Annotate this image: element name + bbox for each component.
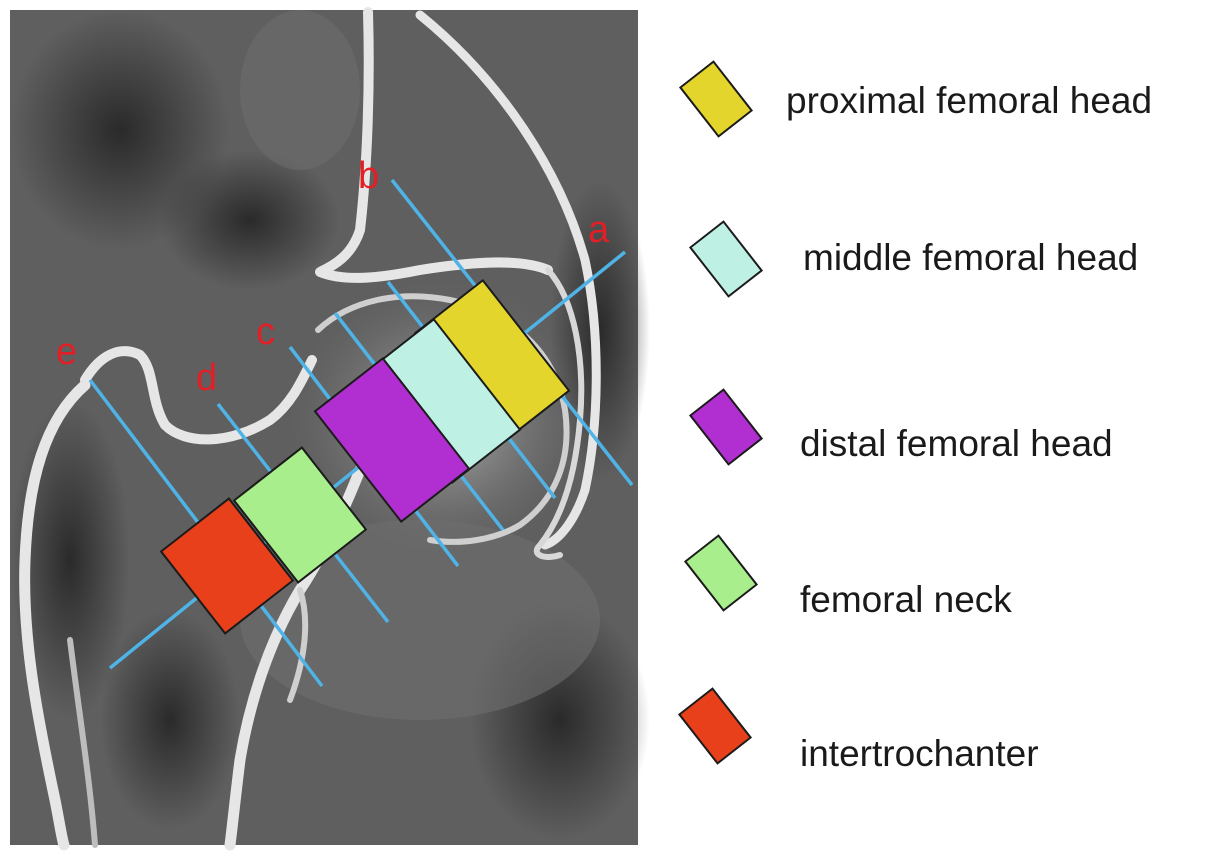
roi-boxes — [159, 278, 571, 635]
legend-item-middle-femoral-head: middle femoral head — [688, 220, 1138, 298]
roi-distal-femoral-head — [313, 356, 471, 524]
legend-swatch-middle — [688, 220, 764, 298]
legend-item-intertrochanter: intertrochanter — [677, 687, 1039, 774]
legend-swatch-distal — [688, 388, 764, 466]
roi-femoral-neck — [232, 446, 368, 584]
legend: proximal femoral head middle femoral hea… — [677, 60, 1152, 774]
legend-label-neck: femoral neck — [800, 579, 1012, 620]
legend-label-middle: middle femoral head — [803, 237, 1138, 278]
line-label-a: a — [588, 209, 610, 251]
legend-item-proximal-femoral-head: proximal femoral head — [678, 60, 1152, 138]
legend-swatch-proximal — [678, 60, 754, 138]
legend-item-distal-femoral-head: distal femoral head — [688, 388, 1113, 466]
legend-swatch-neck — [683, 534, 759, 612]
legend-item-femoral-neck: femoral neck — [683, 534, 1012, 620]
line-label-b: b — [358, 155, 379, 197]
legend-label-proximal: proximal femoral head — [786, 80, 1152, 121]
line-label-e: e — [56, 331, 77, 373]
legend-label-intertrochanter: intertrochanter — [800, 733, 1039, 774]
line-label-c: c — [256, 311, 275, 353]
roi-intertrochanter — [159, 497, 295, 635]
line-label-d: d — [196, 357, 217, 399]
legend-swatch-intertrochanter — [677, 687, 753, 765]
legend-label-distal: distal femoral head — [800, 423, 1113, 464]
line-labels: a b c d e — [56, 155, 610, 399]
